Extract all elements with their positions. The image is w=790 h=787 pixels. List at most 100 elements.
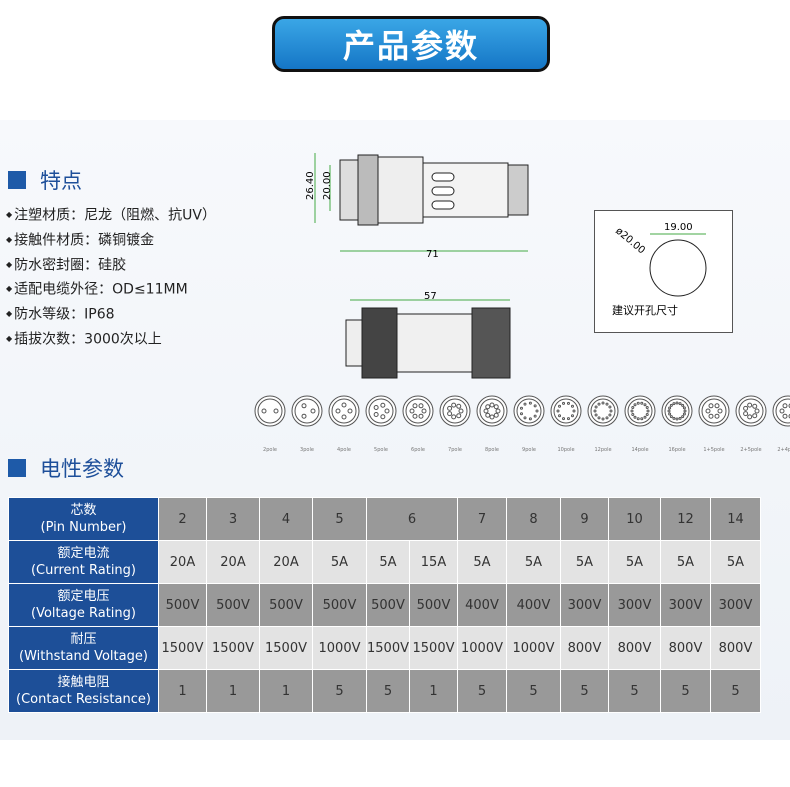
pole-label: 6pole <box>411 447 425 453</box>
table-cell: 1 <box>409 669 458 713</box>
pole-layout: 3pole <box>289 395 325 453</box>
pole-label: 10pole <box>557 447 575 453</box>
pole-layout: 7pole <box>437 395 473 453</box>
table-cell: 20A <box>158 540 207 584</box>
svg-text:71: 71 <box>426 249 439 260</box>
pole-label: 16pole <box>668 447 686 453</box>
table-cell: 500V <box>158 583 207 627</box>
table-cell: 500V <box>409 583 458 627</box>
table-cell: 6 <box>366 497 458 541</box>
pole-face-icon <box>328 395 360 427</box>
pole-label: 5pole <box>374 447 388 453</box>
pole-label: 2+4pole <box>777 447 790 453</box>
table-cell: 800V <box>608 626 661 670</box>
table-cell: 800V <box>660 626 711 670</box>
svg-text:建议开孔尺寸: 建议开孔尺寸 <box>612 303 678 317</box>
table-cell: 10 <box>608 497 661 541</box>
table-cell: 5 <box>366 669 410 713</box>
pole-face-icon <box>365 395 397 427</box>
table-cell: 1000V <box>506 626 561 670</box>
table-cell: 5 <box>457 669 507 713</box>
table-cell: 500V <box>259 583 313 627</box>
pole-layout: 16pole <box>659 395 695 453</box>
pole-layout: 2pole <box>252 395 288 453</box>
pole-label: 12pole <box>594 447 612 453</box>
pole-face-icon <box>439 395 471 427</box>
table-cell: 300V <box>608 583 661 627</box>
table-cell: 800V <box>710 626 761 670</box>
square-bullet-icon <box>8 459 26 477</box>
pole-label: 1+5pole <box>703 447 725 453</box>
pole-layout: 2+4pole <box>770 395 790 453</box>
pole-face-icon <box>624 395 656 427</box>
table-cell: 1500V <box>366 626 410 670</box>
pole-layout: 2+5pole <box>733 395 769 453</box>
table-cell: 1 <box>158 669 207 713</box>
table-cell: 4 <box>259 497 313 541</box>
table-cell: 5 <box>312 669 367 713</box>
pole-layout: 8pole <box>474 395 510 453</box>
table-cell: 5A <box>660 540 711 584</box>
pole-label: 2pole <box>263 447 277 453</box>
pole-layout: 14pole <box>622 395 658 453</box>
pole-face-icon <box>476 395 508 427</box>
pole-face-icon <box>254 395 286 427</box>
row-label: 芯数(Pin Number) <box>8 497 159 541</box>
table-cell: 2 <box>158 497 207 541</box>
features-list: 注塑材质：尼龙（阻燃、抗UV） 接触件材质：磷铜镀金 防水密封圈：硅胶 适配电缆… <box>6 203 216 352</box>
table-cell: 500V <box>206 583 260 627</box>
svg-text:19.00: 19.00 <box>664 222 693 233</box>
table-cell: 500V <box>366 583 410 627</box>
pole-layout: 4pole <box>326 395 362 453</box>
table-cell: 5 <box>312 497 367 541</box>
square-bullet-icon <box>8 171 26 189</box>
feature-item: 接触件材质：磷铜镀金 <box>6 228 216 253</box>
table-cell: 400V <box>506 583 561 627</box>
pole-label: 3pole <box>300 447 314 453</box>
table-cell: 15A <box>409 540 458 584</box>
table-cell: 7 <box>457 497 507 541</box>
table-cell: 1000V <box>457 626 507 670</box>
pole-label: 4pole <box>337 447 351 453</box>
pole-layout: 1+5pole <box>696 395 732 453</box>
table-cell: 5A <box>312 540 367 584</box>
table-cell: 5A <box>710 540 761 584</box>
table-cell: 1500V <box>259 626 313 670</box>
table-cell: 1 <box>259 669 313 713</box>
feature-item: 适配电缆外径：OD≤11MM <box>6 277 216 302</box>
table-cell: 20A <box>206 540 260 584</box>
table-cell: 20A <box>259 540 313 584</box>
connector-drawing-side: 26.40 20.00 71 <box>305 153 529 260</box>
table-cell: 5 <box>506 669 561 713</box>
table-cell: 300V <box>660 583 711 627</box>
pole-face-icon <box>698 395 730 427</box>
table-cell: 5 <box>608 669 661 713</box>
table-cell: 12 <box>660 497 711 541</box>
table-cell: 5A <box>506 540 561 584</box>
table-cell: 300V <box>560 583 609 627</box>
table-cell: 5 <box>560 669 609 713</box>
table-cell: 5 <box>660 669 711 713</box>
electrical-heading: 电性参数 <box>8 453 124 483</box>
table-cell: 1500V <box>206 626 260 670</box>
pole-face-icon <box>661 395 693 427</box>
pole-layout: 6pole <box>400 395 436 453</box>
table-cell: 300V <box>710 583 761 627</box>
pole-face-icon <box>772 395 790 427</box>
connector-drawing-front: 57 <box>345 291 511 379</box>
table-cell: 5A <box>366 540 410 584</box>
table-cell: 500V <box>312 583 367 627</box>
pole-face-icon <box>291 395 323 427</box>
pole-face-icon <box>735 395 767 427</box>
pole-label: 2+5pole <box>740 447 762 453</box>
svg-text:26.40: 26.40 <box>305 171 316 200</box>
table-cell: 5A <box>457 540 507 584</box>
table-cell: 5A <box>560 540 609 584</box>
feature-item: 防水密封圈：硅胶 <box>6 253 216 278</box>
table-cell: 1 <box>206 669 260 713</box>
